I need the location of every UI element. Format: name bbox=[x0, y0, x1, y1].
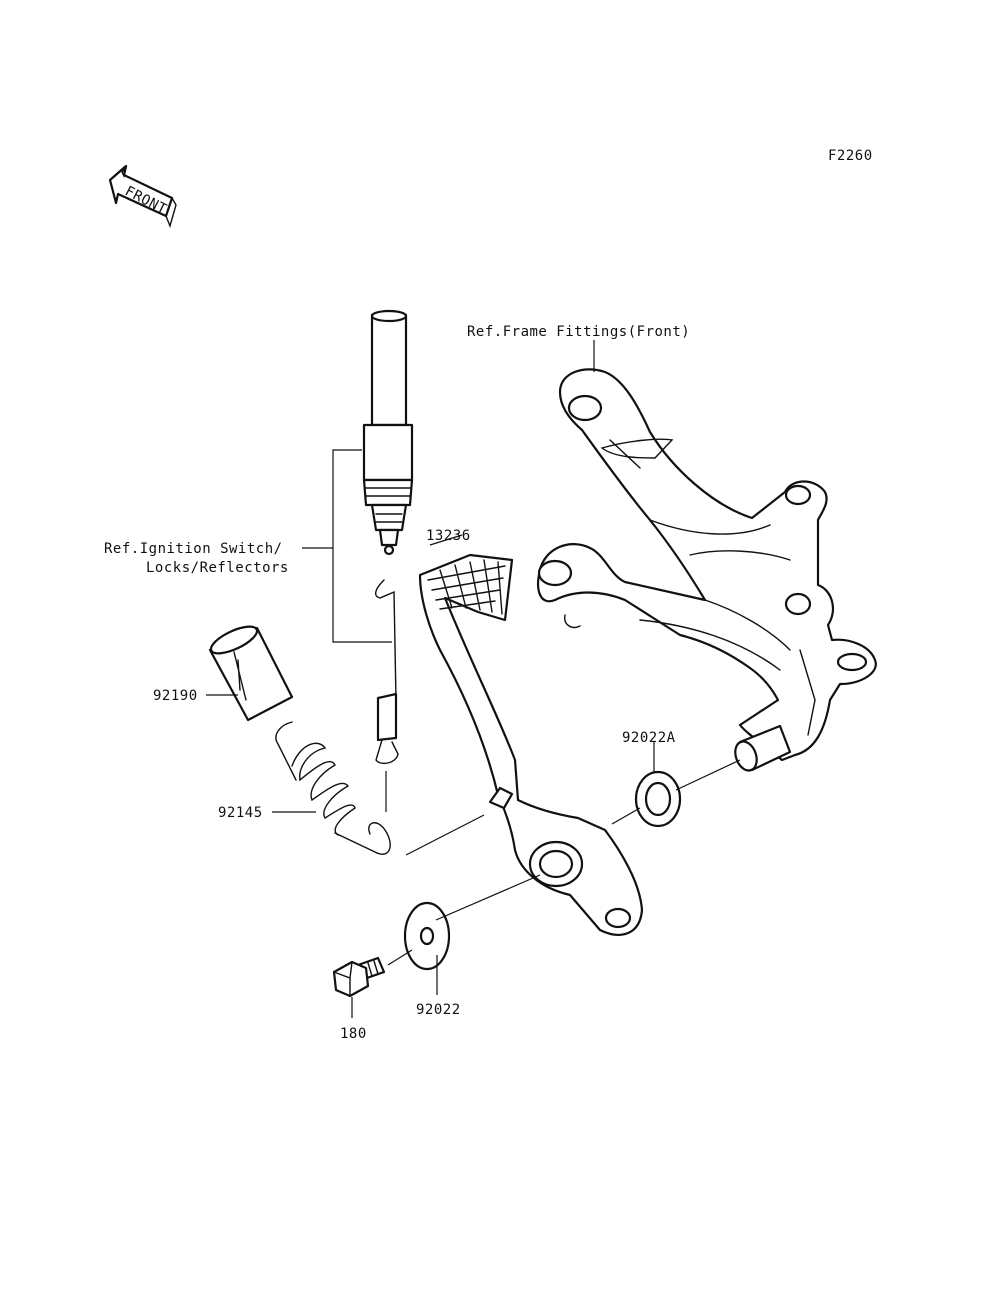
ignition-reference-line1: Ref.Ignition Switch/ bbox=[104, 541, 283, 557]
washer-axis-line bbox=[435, 874, 541, 921]
pivot-shaft bbox=[734, 724, 792, 772]
washer-a-part-number: 92022A bbox=[622, 730, 676, 746]
frame-fittings-bracket bbox=[537, 368, 877, 762]
cover-part-number: 92190 bbox=[153, 688, 198, 704]
washer-a-axis-line bbox=[611, 759, 741, 825]
ignition-reference-bracket bbox=[332, 449, 392, 643]
brake-light-switch bbox=[362, 309, 414, 556]
switch-spring bbox=[374, 579, 399, 812]
ignition-reference-line2: Locks/Reflectors bbox=[146, 560, 289, 576]
brake-pedal-13236 bbox=[418, 553, 644, 936]
bolt-axis-line bbox=[387, 949, 413, 966]
bolt-180 bbox=[332, 956, 386, 998]
spring-part-number: 92145 bbox=[218, 805, 263, 821]
cover-92190 bbox=[208, 625, 294, 722]
washer-92022 bbox=[403, 901, 451, 971]
pedal-leader bbox=[429, 534, 463, 546]
figure-code: F2260 bbox=[828, 148, 873, 164]
front-arrow-icon: FRONT bbox=[108, 164, 177, 229]
bolt-part-number: 180 bbox=[340, 1026, 367, 1042]
spring-to-pedal-line bbox=[405, 814, 485, 856]
washer-92022A bbox=[634, 770, 682, 828]
pedal-part-number: 13236 bbox=[426, 528, 471, 544]
washer-part-number: 92022 bbox=[416, 1002, 461, 1018]
frame-reference-label: Ref.Frame Fittings(Front) bbox=[467, 324, 690, 340]
return-spring-92145 bbox=[275, 721, 391, 855]
